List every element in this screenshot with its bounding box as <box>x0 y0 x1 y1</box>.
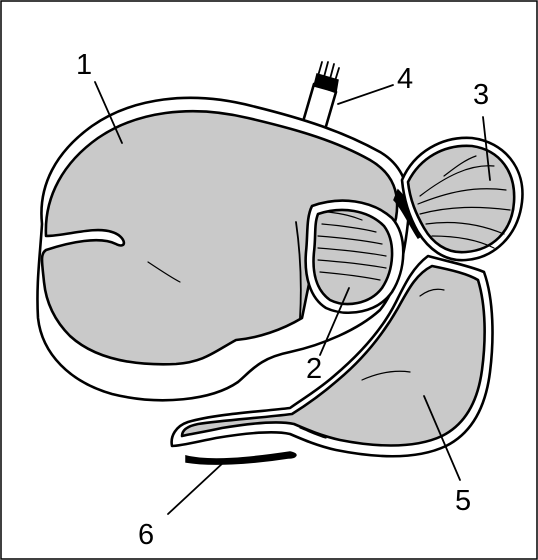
reticulum <box>306 201 404 313</box>
label-2: 2 <box>306 353 322 385</box>
label-3: 3 <box>473 79 489 111</box>
pylorus-edge <box>186 452 296 464</box>
omasum <box>394 138 522 260</box>
label-1: 1 <box>76 49 92 81</box>
label-4: 4 <box>397 63 413 95</box>
label-5: 5 <box>455 485 471 517</box>
leader-line-6 <box>168 462 224 514</box>
leader-line-4 <box>338 85 393 104</box>
label-6: 6 <box>138 519 154 551</box>
